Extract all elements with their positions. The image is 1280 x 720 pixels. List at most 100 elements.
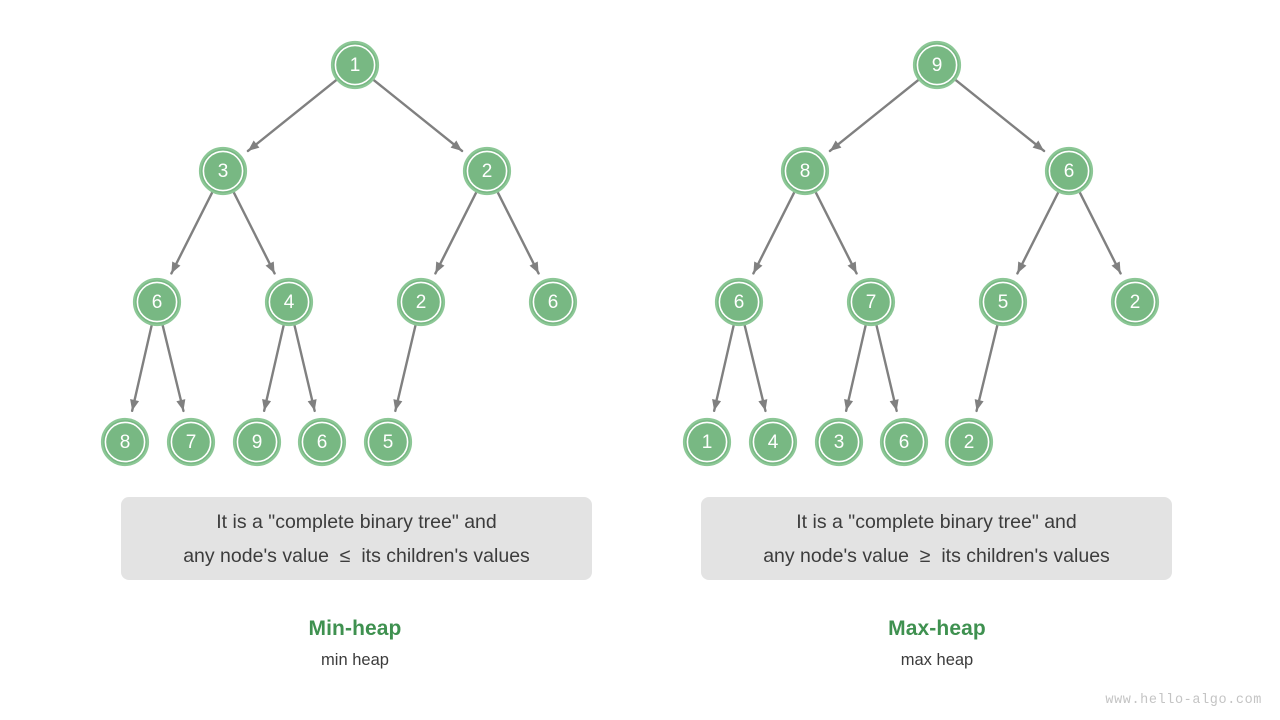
- arrow-head-icon: [829, 140, 842, 151]
- tree-node[interactable]: 6: [1044, 146, 1094, 196]
- tree-edge: [262, 324, 285, 413]
- caption-subtitle: max heap: [900, 651, 974, 669]
- tree-node[interactable]: 6: [528, 277, 578, 327]
- tree-node[interactable]: 2: [944, 417, 994, 467]
- tree-node[interactable]: 6: [714, 277, 764, 327]
- arrow-head-icon: [171, 261, 181, 274]
- tree-edge: [712, 324, 735, 413]
- tree-node[interactable]: 6: [132, 277, 182, 327]
- max-heap-caption: Max-heap max heap: [757, 616, 1117, 673]
- arrow-head-icon: [247, 140, 260, 151]
- min-heap-edges: [130, 78, 540, 413]
- arrow-head-icon: [262, 399, 272, 411]
- tree-node[interactable]: 7: [166, 417, 216, 467]
- tree-node[interactable]: 1: [330, 40, 380, 90]
- tree-edge: [1078, 191, 1122, 275]
- tree-node-value: 2: [482, 161, 493, 182]
- tree-edge: [1016, 191, 1060, 275]
- tree-node[interactable]: 5: [978, 277, 1028, 327]
- tree-node[interactable]: 5: [363, 417, 413, 467]
- tree-node-value: 5: [383, 432, 394, 453]
- tree-node-value: 9: [932, 55, 943, 76]
- property-note-line: It is a "complete binary tree" and: [216, 510, 497, 533]
- tree-edge: [293, 324, 317, 413]
- tree-edge: [434, 191, 478, 275]
- tree-node[interactable]: 7: [846, 277, 896, 327]
- tree-node[interactable]: 6: [297, 417, 347, 467]
- max-heap-property-note: It is a "complete binary tree" and any no…: [701, 497, 1172, 580]
- arrow-head-icon: [758, 399, 768, 411]
- tree-edge: [161, 324, 186, 413]
- tree-node-value: 3: [834, 432, 845, 453]
- property-note-line: any node's value ≤ its children's values: [183, 544, 530, 567]
- property-note-line: any node's value ≥ its children's values: [763, 544, 1110, 567]
- tree-node[interactable]: 2: [1110, 277, 1160, 327]
- tree-node-value: 6: [899, 432, 910, 453]
- watermark: www.hello-algo.com: [1105, 693, 1262, 708]
- tree-edge: [752, 191, 796, 275]
- tree-edge: [743, 324, 768, 413]
- min-heap-caption: Min-heap min heap: [175, 616, 535, 673]
- min-heap-nodes: 1 3 2 6 4 2 6 8 7 9 6 5: [100, 40, 578, 467]
- tree-edge: [130, 324, 153, 413]
- tree-edge: [246, 78, 338, 153]
- tree-node[interactable]: 4: [264, 277, 314, 327]
- tree-node-value: 6: [317, 432, 328, 453]
- arrow-head-icon: [1032, 140, 1045, 151]
- arrow-head-icon: [393, 399, 403, 411]
- max-heap-nodes: 9 8 6 6 7 5 2 1 4 3 6 2: [682, 40, 1160, 467]
- tree-node[interactable]: 8: [100, 417, 150, 467]
- tree-node[interactable]: 9: [912, 40, 962, 90]
- tree-node-value: 8: [800, 161, 811, 182]
- caption-title: Min-heap: [308, 617, 402, 640]
- tree-edge: [393, 324, 417, 413]
- tree-node[interactable]: 8: [780, 146, 830, 196]
- arrow-head-icon: [130, 399, 140, 411]
- tree-node-value: 8: [120, 432, 131, 453]
- tree-edge: [954, 78, 1046, 153]
- tree-node[interactable]: 3: [814, 417, 864, 467]
- tree-node[interactable]: 1: [682, 417, 732, 467]
- arrow-head-icon: [176, 399, 186, 411]
- tree-node-value: 5: [998, 292, 1009, 313]
- caption-subtitle: min heap: [321, 651, 389, 669]
- tree-node-value: 6: [548, 292, 559, 313]
- tree-node[interactable]: 2: [396, 277, 446, 327]
- arrow-head-icon: [529, 261, 539, 274]
- arrow-head-icon: [1111, 261, 1121, 274]
- arrow-head-icon: [847, 261, 857, 274]
- arrow-head-icon: [265, 261, 275, 274]
- tree-edge: [844, 324, 867, 413]
- arrow-head-icon: [307, 399, 317, 411]
- tree-node-value: 6: [152, 292, 163, 313]
- tree-node-value: 2: [964, 432, 975, 453]
- min-heap-property-note: It is a "complete binary tree" and any no…: [121, 497, 592, 580]
- property-note-line: It is a "complete binary tree" and: [796, 510, 1077, 533]
- tree-node-value: 1: [702, 432, 713, 453]
- arrow-head-icon: [712, 399, 722, 411]
- max-heap-edges: [712, 78, 1122, 413]
- tree-edge: [170, 191, 214, 275]
- tree-edge: [814, 191, 858, 275]
- tree-edge: [232, 191, 276, 275]
- tree-node-value: 2: [1130, 292, 1141, 313]
- caption-title: Max-heap: [888, 617, 986, 640]
- tree-node-value: 6: [734, 292, 745, 313]
- arrow-head-icon: [844, 399, 854, 411]
- tree-node[interactable]: 9: [232, 417, 282, 467]
- arrow-head-icon: [753, 261, 763, 274]
- arrow-head-icon: [889, 399, 899, 411]
- tree-node[interactable]: 4: [748, 417, 798, 467]
- tree-node[interactable]: 6: [879, 417, 929, 467]
- tree-node[interactable]: 2: [462, 146, 512, 196]
- tree-node-value: 4: [768, 432, 779, 453]
- tree-node-value: 7: [186, 432, 197, 453]
- tree-node-value: 6: [1064, 161, 1075, 182]
- tree-node-value: 9: [252, 432, 263, 453]
- arrow-head-icon: [974, 399, 984, 411]
- tree-node-value: 4: [284, 292, 295, 313]
- tree-node[interactable]: 3: [198, 146, 248, 196]
- tree-node-value: 7: [866, 292, 877, 313]
